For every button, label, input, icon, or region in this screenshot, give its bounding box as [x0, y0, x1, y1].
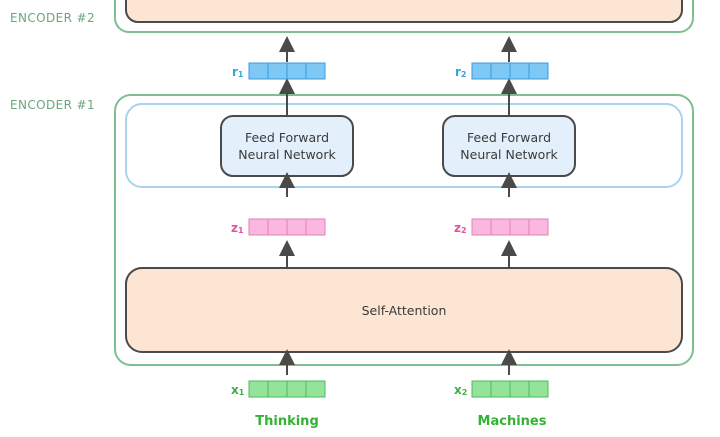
vector-r2-cell-3 [509, 62, 530, 80]
ffnn-box-2-line1: Feed Forward [467, 130, 551, 145]
vector-z2-cell-4 [528, 218, 549, 236]
vector-x1-cell-1 [248, 380, 269, 398]
label-x1: x1 [231, 383, 245, 397]
vector-z1-cell-2 [267, 218, 288, 236]
self-attention-box: Self-Attention [125, 267, 683, 353]
vector-x2 [471, 380, 549, 398]
encoder-2-label: ENCODER #2 [10, 11, 95, 25]
label-x1-letter: x [231, 383, 239, 397]
label-z1-letter: z [231, 221, 238, 235]
vector-z2-cell-1 [471, 218, 492, 236]
ffnn-box-1-line1: Feed Forward [245, 130, 329, 145]
label-z1: z1 [231, 221, 244, 235]
vector-r2 [471, 62, 549, 80]
vector-z1-cell-3 [286, 218, 307, 236]
vector-x1 [248, 380, 326, 398]
vector-x1-cell-4 [305, 380, 326, 398]
label-r2: r2 [455, 65, 467, 79]
label-z2-letter: z [454, 221, 461, 235]
label-x2: x2 [454, 383, 467, 397]
vector-x2-cell-2 [490, 380, 511, 398]
label-r1-sub: 1 [238, 70, 244, 79]
vector-z1 [248, 218, 326, 236]
ffnn-box-2-line2: Neural Network [460, 147, 558, 162]
ffnn-box-1: Feed Forward Neural Network [220, 115, 354, 177]
label-z1-sub: 1 [238, 226, 244, 235]
vector-r2-cell-1 [471, 62, 492, 80]
encoder-2-frame [114, 0, 694, 33]
vector-r1-cell-4 [305, 62, 326, 80]
vector-r2-cell-4 [528, 62, 549, 80]
vector-z2 [471, 218, 549, 236]
vector-x1-cell-3 [286, 380, 307, 398]
word-thinking: Thinking [255, 414, 319, 429]
label-x2-letter: x [454, 383, 462, 397]
vector-z2-cell-3 [509, 218, 530, 236]
vector-r2-cell-2 [490, 62, 511, 80]
vector-r1-cell-2 [267, 62, 288, 80]
label-r2-sub: 2 [461, 70, 467, 79]
ffnn-container [125, 103, 683, 188]
label-z2-sub: 2 [461, 226, 467, 235]
vector-z2-cell-2 [490, 218, 511, 236]
vector-x2-cell-3 [509, 380, 530, 398]
label-z2: z2 [454, 221, 467, 235]
label-r2-letter: r [455, 65, 461, 79]
label-x2-sub: 2 [462, 388, 468, 397]
vector-x2-cell-4 [528, 380, 549, 398]
label-r1-letter: r [232, 65, 238, 79]
vector-z1-cell-1 [248, 218, 269, 236]
encoder-2-inner-box [125, 0, 683, 23]
label-r1: r1 [232, 65, 244, 79]
ffnn-box-1-line2: Neural Network [238, 147, 336, 162]
arrows [279, 36, 517, 375]
vector-r1-cell-1 [248, 62, 269, 80]
vector-r1-cell-3 [286, 62, 307, 80]
vector-x1-cell-2 [267, 380, 288, 398]
vector-z1-cell-4 [305, 218, 326, 236]
vector-x2-cell-1 [471, 380, 492, 398]
label-x1-sub: 1 [239, 388, 245, 397]
word-machines: Machines [478, 414, 547, 429]
vector-r1 [248, 62, 326, 80]
ffnn-box-2: Feed Forward Neural Network [442, 115, 576, 177]
encoder-1-frame [114, 94, 694, 366]
encoder-1-label: ENCODER #1 [10, 98, 95, 112]
self-attention-label: Self-Attention [362, 303, 447, 318]
